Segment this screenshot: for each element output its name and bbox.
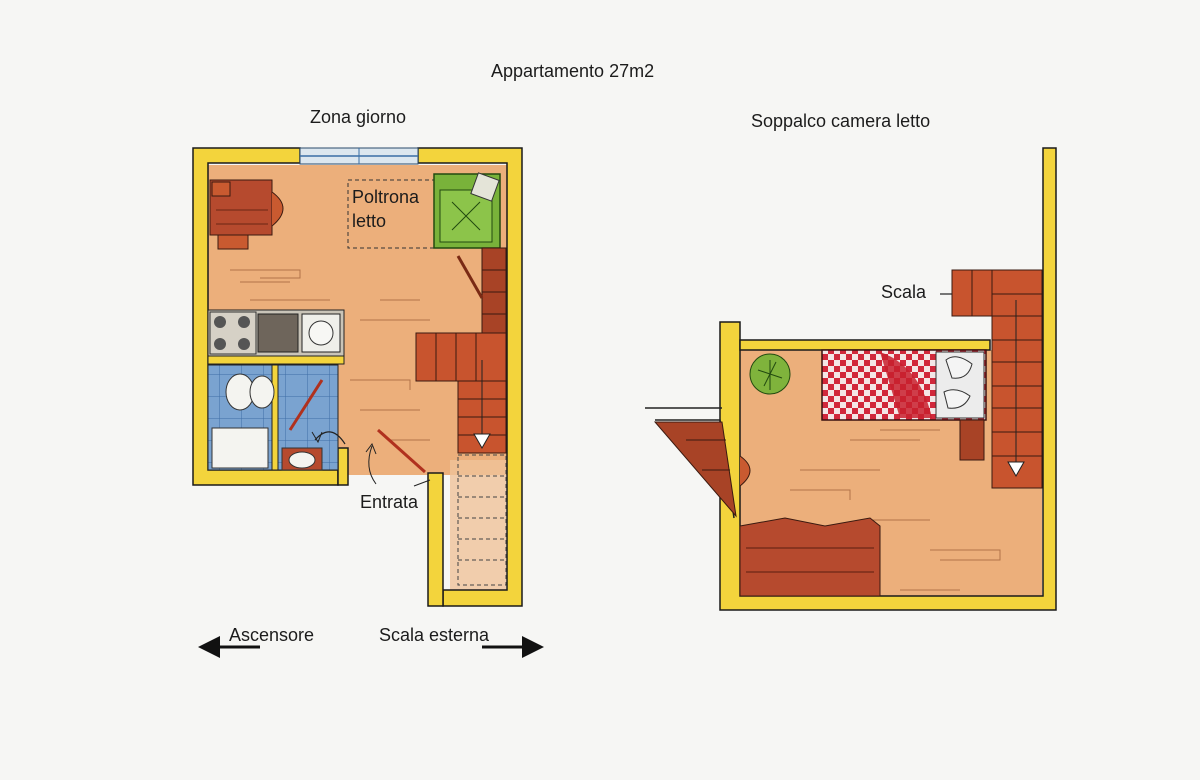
entrance-stair-floor — [450, 460, 506, 600]
entrance-label: Entrata — [360, 492, 419, 512]
window — [299, 147, 419, 165]
left-arrow-icon — [198, 636, 260, 658]
loft-wardrobe — [653, 421, 737, 518]
day-zone-plan — [192, 147, 523, 607]
day-zone-title: Zona giorno — [310, 107, 407, 127]
bed — [821, 349, 987, 421]
external-stairs-label: Scala esterna — [379, 625, 490, 645]
plant — [749, 353, 791, 395]
bathroom — [207, 364, 346, 471]
entrance-leader-line — [413, 479, 431, 487]
loft-floor-lines — [790, 429, 1001, 591]
sofa-bed-label-line2: letto — [352, 211, 387, 231]
right-arrow-icon — [482, 636, 544, 658]
bookshelf — [456, 247, 507, 335]
kitchen-counter — [207, 309, 345, 365]
stairs-label: Scala — [881, 282, 927, 302]
plan-title: Appartamento 27m2 — [491, 61, 655, 81]
dining-table — [209, 179, 284, 250]
loft-plan — [645, 147, 1057, 611]
loft-staircase — [940, 269, 1043, 489]
loft-walls — [719, 147, 1057, 611]
floor-plank-lines — [230, 269, 430, 441]
loft-title: Soppalco camera letto — [751, 111, 931, 131]
internal-staircase — [415, 332, 507, 586]
sofa-bed — [347, 172, 501, 249]
loft-desk — [739, 517, 881, 597]
entrance-door — [365, 428, 426, 485]
elevator-label: Ascensore — [229, 625, 315, 645]
loft-side-table — [739, 419, 985, 487]
sofa-bed-label-line1: Poltrona — [352, 187, 420, 207]
